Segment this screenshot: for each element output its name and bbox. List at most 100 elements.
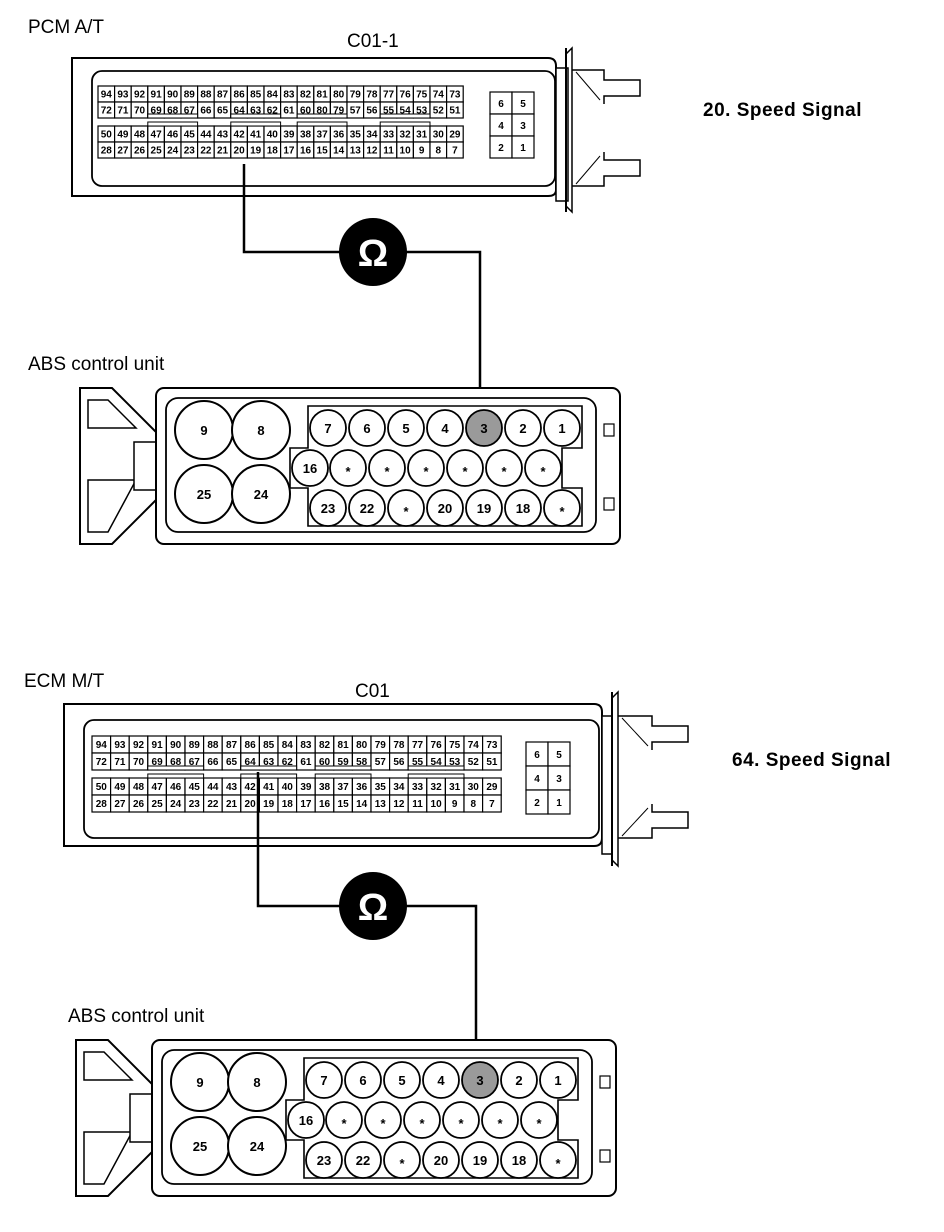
- ecu-pin-number: 67: [189, 757, 201, 768]
- ecu-pin: 32: [426, 777, 446, 796]
- signal-label: 20. Speed Signal: [703, 100, 862, 121]
- ecu-pin: 92: [130, 85, 149, 103]
- abs-pin-number: 16: [299, 1113, 313, 1128]
- ecu-pin-number: 30: [468, 782, 480, 793]
- abs-pin: *: [481, 1101, 519, 1139]
- abs-pin-number: 5: [398, 1073, 405, 1088]
- ecu-pin-number: 8: [436, 146, 442, 157]
- abs-large-pin: 25: [174, 464, 234, 524]
- ecu-pin-number: 41: [250, 130, 262, 141]
- ecu-pin-number: 30: [433, 130, 445, 141]
- ecu-pin: 15: [333, 794, 353, 813]
- abs-pin-number: 3: [480, 421, 487, 436]
- abs-large-pin: 24: [227, 1116, 287, 1176]
- ecu-pin: 13: [370, 794, 391, 813]
- ecu-pin-number: 8: [471, 799, 477, 810]
- small-pin-number: 1: [556, 798, 562, 809]
- ecu-pin: 50: [97, 125, 116, 143]
- ecu-pin: 29: [482, 777, 502, 796]
- abs-pin: *: [543, 489, 581, 527]
- ecu-pin-number: 16: [319, 799, 331, 810]
- ecu-pin-number: 82: [300, 90, 312, 101]
- abs-pin: *: [403, 1101, 441, 1139]
- abs-pin: 18: [500, 1141, 538, 1179]
- ecu-pin-number: 48: [133, 782, 145, 793]
- ecu-pin-number: 47: [151, 130, 163, 141]
- device-label: PCM A/T: [28, 17, 104, 38]
- ecu-pin-number: 89: [184, 90, 196, 101]
- ecu-pin-number: 54: [400, 106, 412, 117]
- abs-pin: 2: [504, 409, 542, 447]
- abs-pin-number: *: [458, 1116, 464, 1131]
- ecu-pin: 72: [97, 101, 116, 119]
- ecu-pin: 84: [277, 735, 298, 754]
- abs-pin-number: 1: [558, 421, 565, 436]
- ecu-pin: 40: [263, 125, 282, 143]
- abs-pin-number: 19: [477, 501, 491, 516]
- ecu-pin-number: 92: [133, 740, 145, 751]
- abs-pin: 7: [305, 1061, 343, 1099]
- ecu-pin-number: 37: [317, 130, 329, 141]
- ecu-pin: 72: [91, 752, 112, 771]
- ohmmeter-icon: [339, 218, 407, 286]
- ecu-pin: 35: [370, 777, 391, 796]
- ecu-pin-number: 52: [433, 106, 445, 117]
- abs-pin: 22: [348, 489, 386, 527]
- abs-pin-number: 20: [438, 501, 452, 516]
- small-pin: 5: [511, 91, 535, 115]
- abs-pin: *: [368, 449, 406, 487]
- small-pin-number: 5: [556, 750, 562, 761]
- ecu-pin-number: 83: [283, 90, 295, 101]
- ecu-pin-number: 15: [317, 146, 329, 157]
- abs-pin-number: 18: [512, 1153, 526, 1168]
- abs-pin: *: [446, 449, 484, 487]
- ecu-pin-number: 49: [114, 782, 126, 793]
- abs-pin-number: *: [462, 464, 468, 479]
- abs-pin: *: [325, 1101, 363, 1139]
- ecu-pin: 83: [296, 735, 316, 754]
- ecu-pin: 77: [379, 85, 398, 103]
- ecu-pin: 11: [407, 794, 428, 813]
- small-pin-number: 2: [534, 798, 540, 809]
- ecu-pin-number: 24: [170, 799, 182, 810]
- ecu-pin-number: 43: [226, 782, 238, 793]
- small-pin: 1: [547, 789, 571, 815]
- ecu-pin-number: 87: [226, 740, 238, 751]
- ecu-pin-number: 76: [400, 90, 412, 101]
- ecu-pin: 9: [444, 794, 465, 813]
- ecu-pin: 94: [97, 85, 116, 103]
- ecu-pin: 84: [263, 85, 282, 103]
- ecu-pin-number: 34: [366, 130, 378, 141]
- abs-pin: 18: [504, 489, 542, 527]
- ecu-pin: 44: [203, 777, 223, 796]
- ecu-pin-number: 13: [375, 799, 387, 810]
- ecu-pin-number: 38: [319, 782, 331, 793]
- small-pin: 2: [489, 135, 513, 159]
- ecu-pin: 66: [197, 101, 215, 119]
- abs-pin-number: *: [501, 464, 507, 479]
- abs-pin-number: 23: [321, 501, 335, 516]
- ecu-pin: 47: [147, 125, 166, 143]
- ecu-pin: 33: [379, 125, 398, 143]
- abs-pin-number: *: [403, 504, 409, 519]
- ecu-pin-number: 50: [96, 782, 108, 793]
- ecu-pin: 73: [482, 735, 502, 754]
- ecu-pin: 22: [203, 794, 223, 813]
- abs-label: ABS control unit: [28, 354, 165, 375]
- ecu-pin-number: 20: [234, 146, 246, 157]
- ecu-pin-number: 65: [226, 757, 238, 768]
- ecu-pin-number: 38: [300, 130, 312, 141]
- ecu-pin: 70: [130, 101, 149, 119]
- ecu-pin: 79: [370, 735, 391, 754]
- ecu-pin-number: 45: [184, 130, 196, 141]
- abs-pin-number: 24: [250, 1139, 265, 1154]
- ecu-pin-number: 56: [393, 757, 405, 768]
- ecu-pin: 38: [314, 777, 335, 796]
- key-bars: [147, 113, 431, 127]
- abs-label: ABS control unit: [68, 1006, 205, 1027]
- ecu-pin-number: 25: [151, 146, 163, 157]
- abs-pin: 3: [465, 409, 503, 447]
- abs-pin-number: 1: [554, 1073, 561, 1088]
- ecu-pin-number: 29: [449, 130, 461, 141]
- ecu-pin: 36: [351, 777, 372, 796]
